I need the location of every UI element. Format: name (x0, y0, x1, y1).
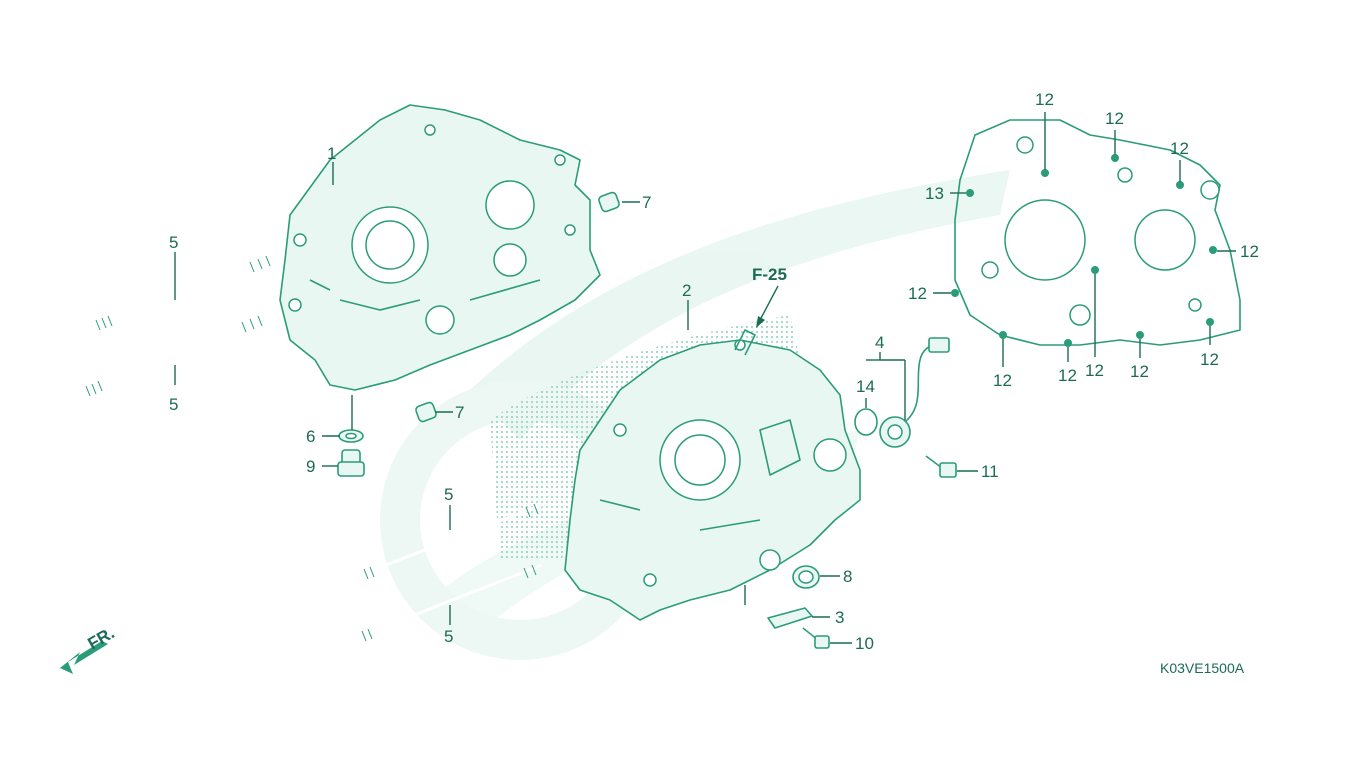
callout-6: 6 (306, 427, 315, 446)
stud-bolt-lower-left (81, 315, 265, 397)
front-direction-arrow: FR. (60, 623, 118, 674)
callout-12-top-b: 12 (1105, 109, 1124, 128)
callout-3: 3 (835, 608, 844, 627)
stud-bolt-upper-left (91, 255, 273, 331)
callout-5-lower-left: 5 (169, 395, 178, 414)
callout-12-top-c: 12 (1170, 139, 1189, 158)
callout-2: 2 (682, 281, 691, 300)
callout-8: 8 (843, 567, 852, 586)
callout-12-bottom-a: 12 (993, 371, 1012, 390)
neutral-switch-part-4 (879, 337, 950, 448)
callout-5-upper-left: 5 (169, 233, 178, 252)
callout-4: 4 (875, 333, 884, 352)
callout-12-bottom-e: 12 (1200, 350, 1219, 369)
callout-12-top-a: 12 (1035, 90, 1054, 109)
reference-label: F-25 (752, 265, 787, 284)
callout-12-left: 12 (908, 284, 927, 303)
o-ring-part-14 (854, 408, 878, 436)
leader-lines (174, 112, 1236, 644)
stud-bolt-upper-center (359, 502, 545, 580)
callout-10: 10 (855, 634, 874, 653)
crankcase-gasket (951, 119, 1241, 347)
drain-bolt-part-9 (337, 449, 365, 477)
bolt-part-10 (802, 627, 830, 649)
callout-7-upper: 7 (642, 193, 651, 212)
callout-12-bottom-b: 12 (1058, 366, 1077, 385)
reference-f25: F-25 (752, 265, 787, 328)
sealing-washer-part-6 (338, 429, 364, 443)
dowel-pins (415, 191, 620, 423)
callout-14: 14 (856, 377, 875, 396)
bolt-part-11 (925, 455, 957, 478)
callout-13: 13 (925, 184, 944, 203)
callout-12-right: 12 (1240, 242, 1259, 261)
callout-12-bottom-d: 12 (1130, 362, 1149, 381)
dowel-pin-lower (415, 401, 437, 423)
stud-bolts (81, 255, 545, 642)
stud-bolt-lower-center (357, 563, 543, 642)
callout-1: 1 (327, 144, 336, 163)
callout-11: 11 (981, 462, 999, 481)
callout-5-lower-center: 5 (444, 627, 453, 646)
callout-5-upper-center: 5 (444, 485, 453, 504)
callout-12-bottom-c: 12 (1085, 361, 1104, 380)
callout-7-lower: 7 (455, 403, 464, 422)
setting-plate-part-3 (767, 607, 813, 629)
oil-seal-part-8 (792, 565, 820, 589)
callout-9: 9 (306, 457, 315, 476)
left-crankcase-part-1 (279, 104, 601, 391)
diagram-code: K03VE1500A (1160, 660, 1245, 676)
dowel-pin-upper (598, 191, 620, 213)
callout-labels: 1 2 3 4 5 5 5 5 6 7 7 8 9 10 11 12 12 12… (169, 90, 1259, 653)
right-crankcase-part-2 (564, 329, 861, 621)
